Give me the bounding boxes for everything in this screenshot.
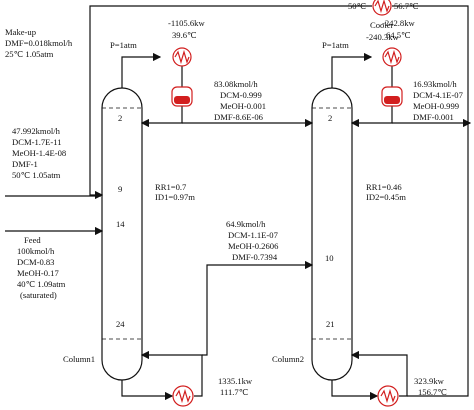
- condenser2-duty: -242.8kw: [382, 18, 415, 28]
- reboiler1-temp: 111.7℃: [220, 387, 249, 397]
- column2-bottoms-line: [331, 380, 379, 401]
- condenser1-duty: -1105.6kw: [168, 18, 205, 28]
- feed-line-5: (saturated): [20, 290, 57, 300]
- recycle-line-to-column1: [89, 5, 372, 200]
- cooler-duty: -240.3kw: [366, 32, 399, 42]
- distillate2-line-2: MeOH-0.999: [413, 101, 459, 111]
- makeup-line-0: Make-up: [5, 27, 36, 37]
- condenser1-temp: 39.6℃: [172, 30, 197, 40]
- recycle-line-3: DMF-1: [12, 159, 38, 169]
- column1-reboil-return: [140, 350, 203, 397]
- distillate1-line-1: DCM-0.999: [220, 90, 262, 100]
- reboiler2-temp: 156.7℃: [418, 387, 447, 397]
- stage-2-col1: 2: [118, 113, 122, 123]
- column1-rr: RR1=0.7: [155, 182, 187, 192]
- column1-label: Column1: [63, 354, 95, 364]
- column2-vessel: [311, 87, 353, 381]
- stage-10-col2: 10: [325, 253, 334, 263]
- cooler-label: Cooler: [370, 20, 394, 30]
- reflux-drum2-icon: [381, 86, 403, 107]
- condenser2-temp: 64.5℃: [386, 30, 411, 40]
- cooler-inlet-temp: 50℃: [348, 1, 367, 11]
- interstream-line-1: DCM-1.1E-07: [228, 230, 279, 240]
- recycle-line-1: DCM-1.7E-11: [12, 137, 62, 147]
- column1-reflux-line: [140, 106, 183, 128]
- reflux-drum1-icon: [171, 86, 193, 107]
- condenser2-icon: [382, 47, 402, 67]
- column2-reflux-line: [350, 106, 393, 128]
- column2-rr: RR1=0.46: [366, 182, 402, 192]
- interstream-line-2: MeOH-0.2606: [228, 241, 279, 251]
- reboiler2-duty: 323.9kw: [414, 376, 445, 386]
- makeup-line-2: 25℃ 1.05atm: [5, 49, 54, 59]
- cooler-outlet-temp: 56.7℃: [394, 1, 419, 11]
- stage-9-col1: 9: [118, 184, 122, 194]
- recycle-line-0: 47.992kmol/h: [12, 126, 61, 136]
- stage-2-col2: 2: [328, 113, 332, 123]
- column1-to-column2-feed: [202, 260, 314, 356]
- distillate1-line-3: DMF-8.6E-06: [214, 112, 264, 122]
- stage-14-col1: 14: [116, 219, 125, 229]
- feed-line-3: MeOH-0.17: [17, 268, 59, 278]
- column2-pressure: P=1atm: [322, 40, 349, 50]
- recycle-line-4: 50℃ 1.05atm: [12, 170, 61, 180]
- distillate1-line-0: 83.08kmol/h: [214, 79, 258, 89]
- column1-id: ID1=0.97m: [155, 192, 195, 202]
- column2-label: Column2: [272, 354, 304, 364]
- distillate2-line-1: DCM-4.1E-07: [413, 90, 464, 100]
- interstream-line-3: DMF-0.7394: [232, 252, 278, 262]
- column2-id: ID2=0.45m: [366, 192, 406, 202]
- column1-bottoms-line: [121, 380, 174, 401]
- distillate2-line-0: 16.93kmol/h: [413, 79, 457, 89]
- feed-line-0: Feed: [24, 235, 41, 245]
- recycle-line-right: [392, 5, 469, 397]
- feed-line-1: 100kmol/h: [17, 246, 55, 256]
- recycle-line-2: MeOH-1.4E-08: [12, 148, 66, 158]
- column1-pressure: P=1atm: [110, 40, 137, 50]
- cooler-icon: [372, 0, 392, 16]
- reboiler2-icon: [377, 385, 399, 407]
- column2-reboil-return: [350, 350, 408, 397]
- reboiler1-icon: [172, 385, 194, 407]
- stage-21-col2: 21: [326, 319, 335, 329]
- column1-vessel: [101, 87, 143, 381]
- interstream-line-0: 64.9kmol/h: [226, 219, 266, 229]
- column1-vapor-line: [121, 52, 162, 88]
- stage-24-col1: 24: [116, 319, 125, 329]
- column2-vapor-line: [331, 52, 373, 88]
- distillate2-line-3: DMF-0.001: [413, 112, 454, 122]
- distillate1-line-2: MeOH-0.001: [220, 101, 266, 111]
- reboiler1-duty: 1335.1kw: [218, 376, 253, 386]
- feed-line-2: DCM-0.83: [17, 257, 54, 267]
- condenser1-icon: [172, 47, 192, 67]
- makeup-line-1: DMF=0.018kmol/h: [5, 38, 73, 48]
- feed-line-4: 40℃ 1.09atm: [17, 279, 66, 289]
